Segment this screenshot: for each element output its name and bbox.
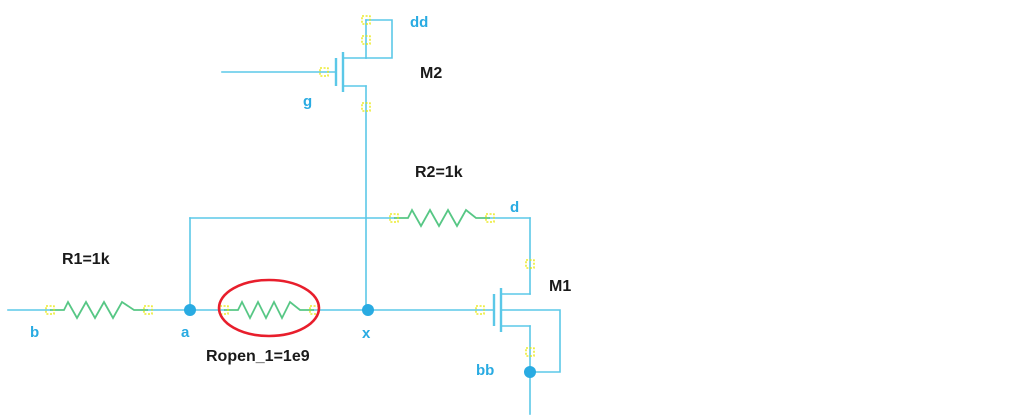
mosfet-m2 xyxy=(221,19,393,92)
resistor-r2-symbol xyxy=(394,208,490,228)
wires xyxy=(7,85,531,415)
label-ropen: Ropen_1=1e9 xyxy=(206,348,310,365)
node-label-a: a xyxy=(181,324,190,341)
pins xyxy=(45,15,535,357)
component-labels: R1=1k R2=1k Ropen_1=1e9 M2 M1 xyxy=(62,65,571,365)
pin-ropen-left xyxy=(219,305,229,315)
m1-bulk-loop xyxy=(500,309,561,373)
node-label-bb: bb xyxy=(476,362,494,379)
pin-m2-gate xyxy=(319,67,329,77)
junction-dots xyxy=(184,304,536,378)
node-label-d: d xyxy=(510,199,519,216)
junction-dot-x xyxy=(362,304,374,316)
node-label-g: g xyxy=(303,93,312,110)
m2-bulk-loop xyxy=(365,19,393,59)
label-m2: M2 xyxy=(420,65,442,82)
pin-m1-gate xyxy=(475,305,485,315)
pin-m2-drain xyxy=(361,35,371,45)
pin-m2-source xyxy=(361,102,371,112)
pin-m2-drain-top xyxy=(361,15,371,25)
resistor-ropen-symbol xyxy=(224,299,314,321)
resistors xyxy=(50,208,490,321)
pin-r1-right xyxy=(143,305,153,315)
resistor-r1-symbol xyxy=(50,300,148,320)
label-m1: M1 xyxy=(549,278,571,295)
junction-dot-a xyxy=(184,304,196,316)
node-label-x: x xyxy=(362,325,371,342)
node-labels: b a x g dd d bb xyxy=(30,14,519,379)
junction-dot-bb xyxy=(524,366,536,378)
label-r1: R1=1k xyxy=(62,251,110,268)
node-label-b: b xyxy=(30,324,39,341)
node-label-dd: dd xyxy=(410,14,428,31)
highlight-ellipse-ropen xyxy=(217,278,321,338)
pin-m1-source xyxy=(525,347,535,357)
pin-m1-drain xyxy=(525,259,535,269)
pin-r1-left xyxy=(45,305,55,315)
mosfet-m1 xyxy=(492,288,561,373)
pin-r2-right xyxy=(485,213,495,223)
pin-r2-left xyxy=(389,213,399,223)
label-r2: R2=1k xyxy=(415,164,463,181)
